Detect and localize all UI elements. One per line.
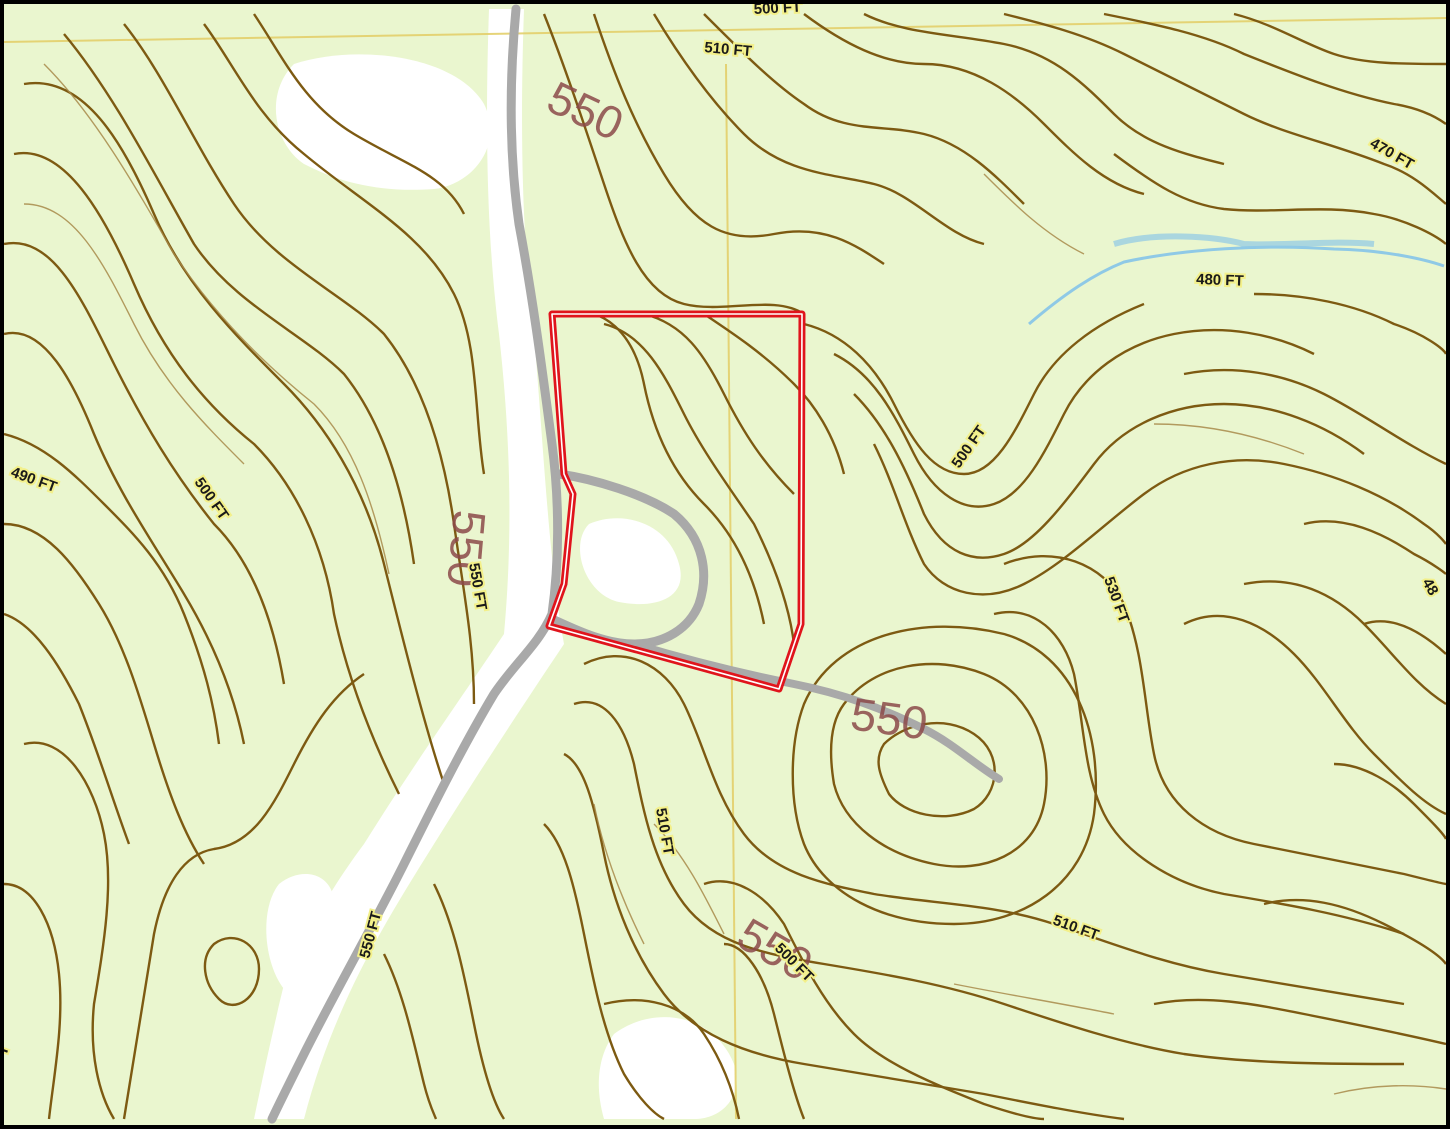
minor-contour-lines <box>23 63 1446 1095</box>
stream <box>1028 245 1445 326</box>
map-canvas[interactable]: 550 550 550 550 500 FT 510 FT 470 FT 480… <box>4 4 1446 1125</box>
elevation-number: 550 <box>437 508 495 589</box>
contour-label: T <box>4 1043 13 1057</box>
clearing-southwest <box>266 874 335 990</box>
spur-road <box>630 640 1003 783</box>
parcel-boundary[interactable] <box>545 310 806 693</box>
elevation-number: 550 <box>848 687 931 749</box>
main-road <box>267 4 563 1124</box>
pond <box>1113 233 1375 248</box>
cleared-areas <box>254 9 737 1119</box>
clearing-road-corridor <box>254 9 564 1119</box>
clearing-loop-interior <box>580 518 681 605</box>
clearing-northwest <box>275 54 491 190</box>
contour-label: 500 FT <box>753 4 801 18</box>
land-background <box>4 4 1446 1125</box>
contour-label: 480 FT <box>1196 271 1244 290</box>
clearing-south <box>598 1017 737 1119</box>
water-features <box>1028 233 1445 326</box>
contour-lines <box>4 12 1446 1121</box>
parcel-outline-inner <box>548 313 803 690</box>
